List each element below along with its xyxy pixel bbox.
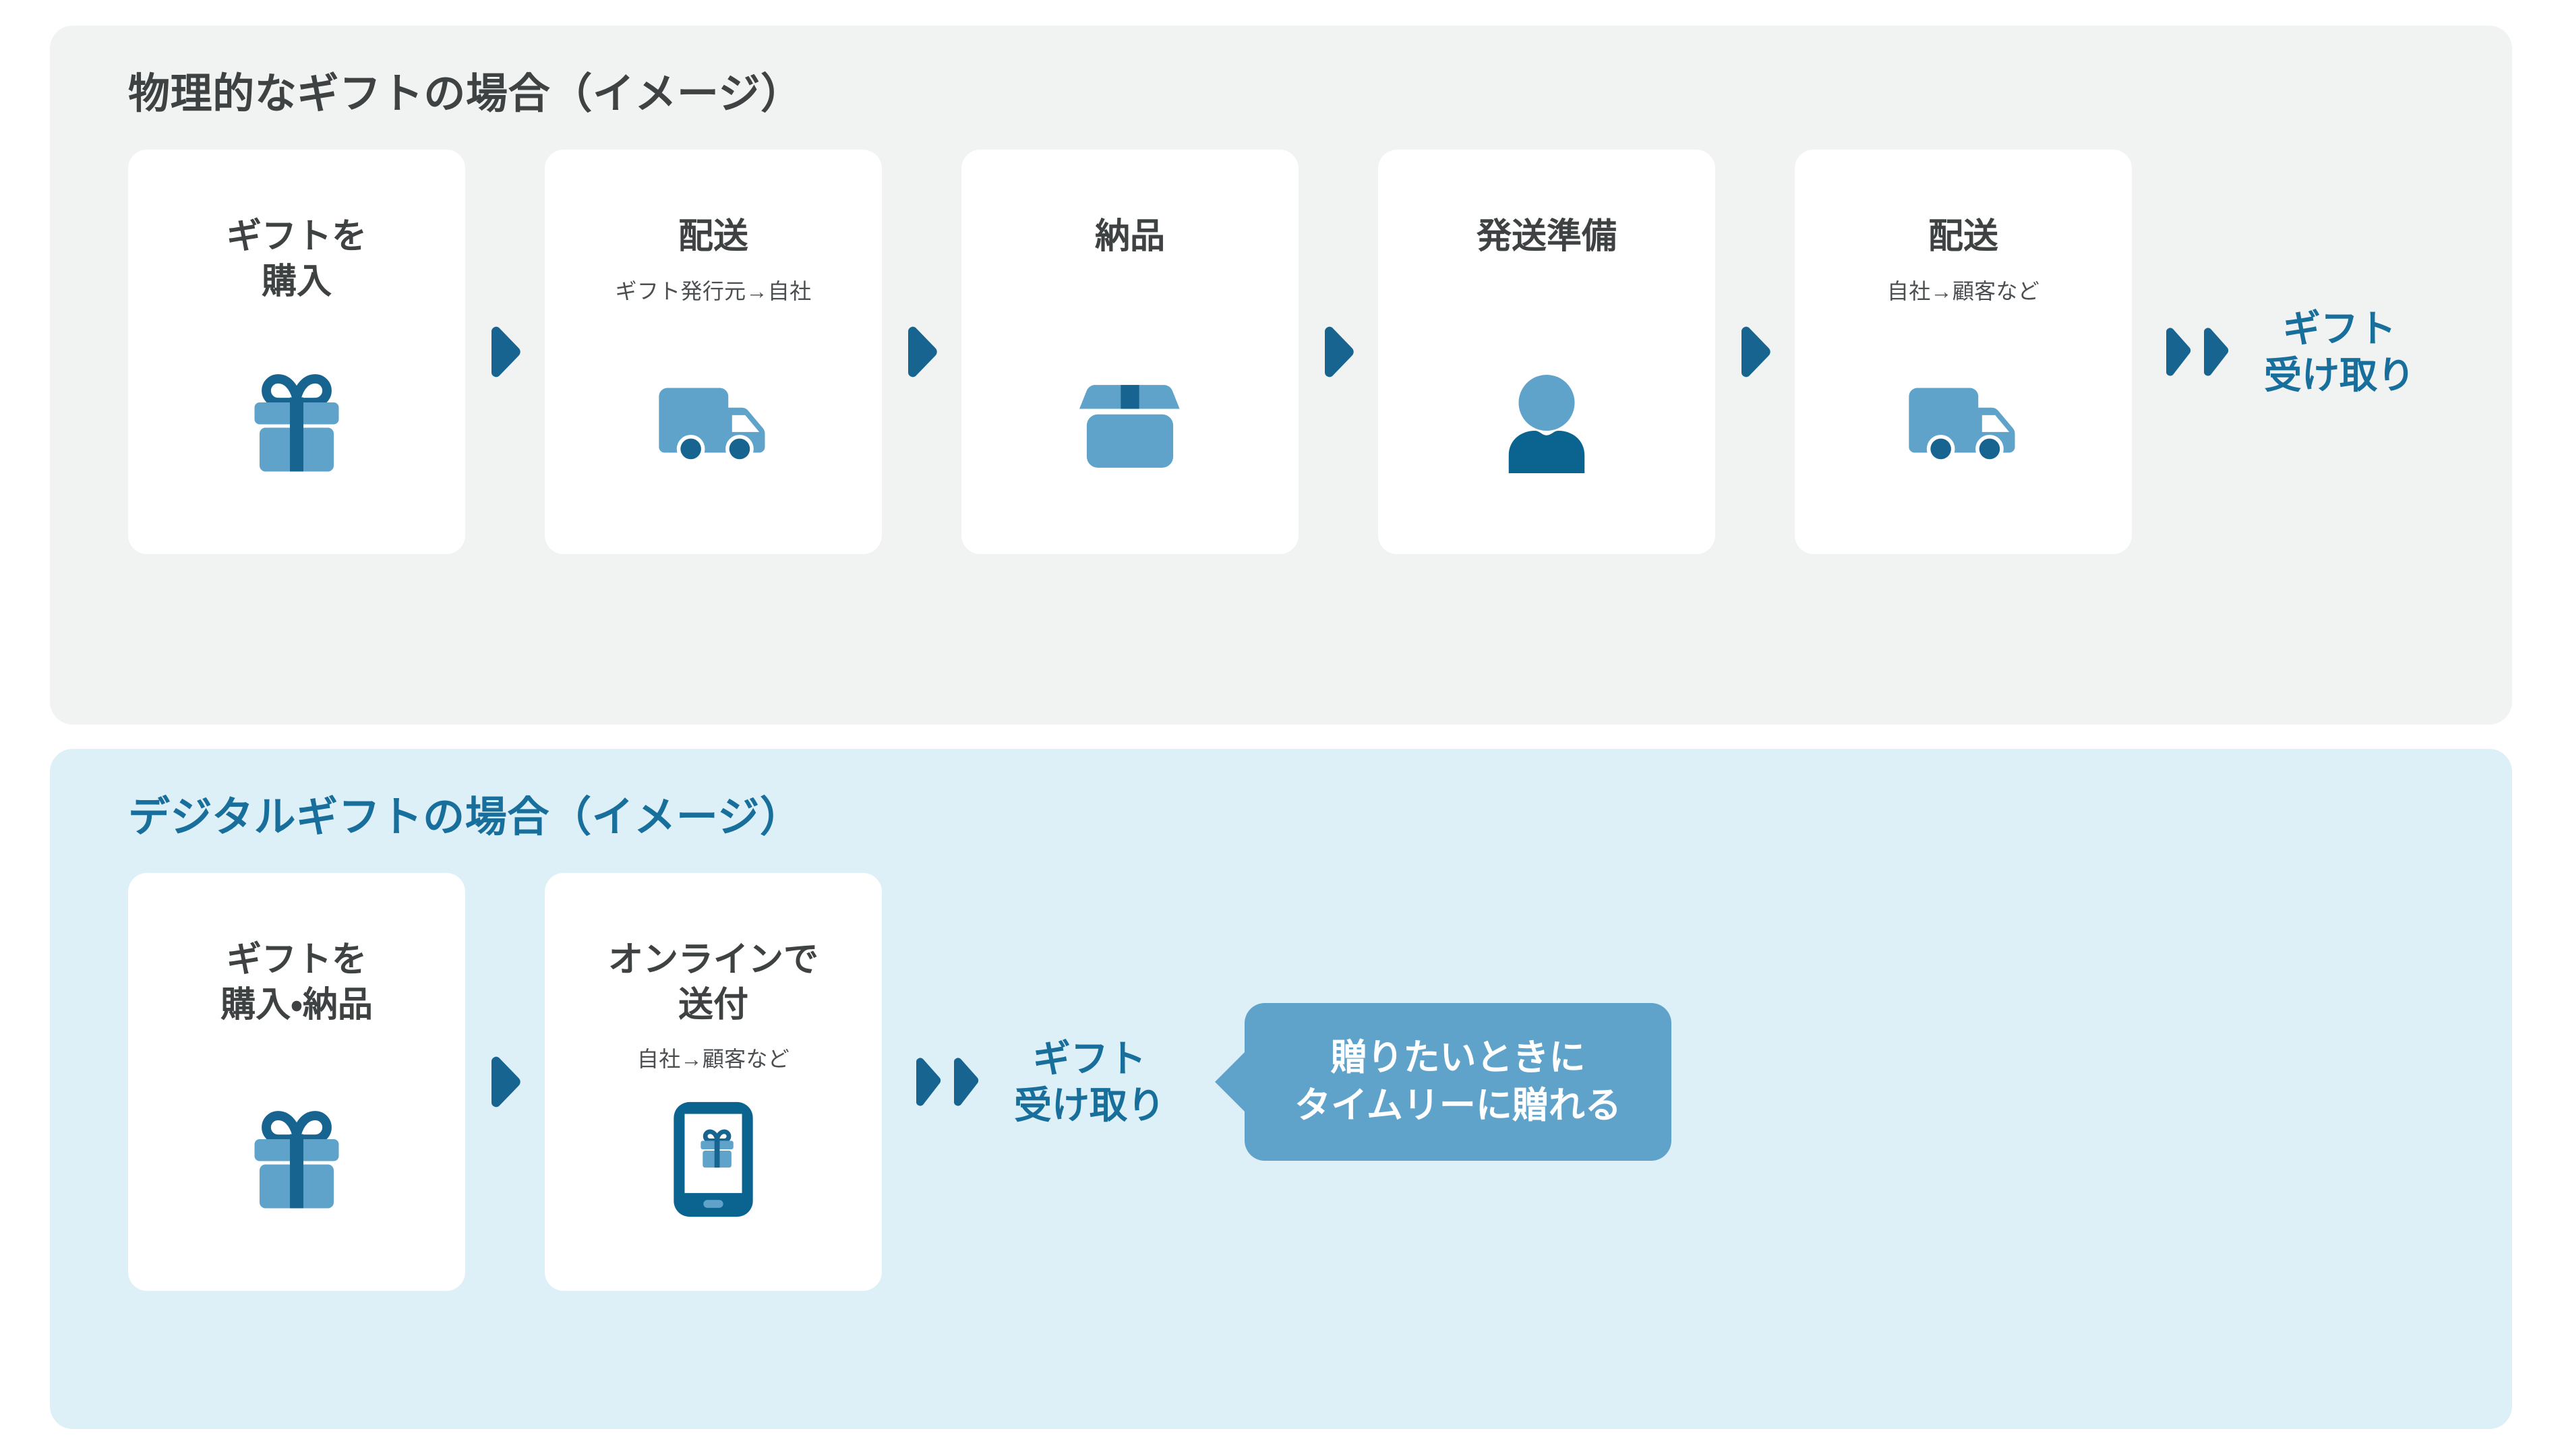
step-card-title: 配送 [1928,217,1998,257]
flow-arrow [1715,326,1795,377]
gift-icon [246,365,347,480]
truck-icon [653,365,773,480]
step-card-subtitle: 自社→顧客など [636,1047,790,1072]
step-card-shipping-1: 配送 ギフト発行元→自社 [545,150,882,555]
flow-arrow-double [2132,328,2260,376]
gift-icon [246,1102,347,1217]
digital-panel-title: デジタルギフトの場合（イメージ） [128,793,802,841]
flow-arrow [465,1056,545,1108]
truck-icon [1903,365,2023,480]
mobile-gift-icon [672,1102,755,1217]
step-card-online-send: オンラインで 送付 自社→顧客など [545,873,882,1292]
step-card-delivery: 納品 [961,150,1299,555]
receive-gift-label: ギフト 受け取り [1014,1037,1165,1127]
flow-arrow [1299,326,1378,377]
step-card-prepare: 発送準備 [1378,150,1715,555]
step-card-title: 配送 [678,217,748,257]
step-card-title: 発送準備 [1476,217,1617,257]
step-card-subtitle: ギフト発行元→自社 [615,278,812,303]
physical-gift-panel: 物理的なギフトの場合（イメージ） ギフトを 購入 [50,26,2512,725]
physical-flow-row: ギフトを 購入 配送 ギフト発行元→自社 [128,150,2472,555]
step-card-title: ギフトを 購入・納品 [220,940,373,1025]
flow-arrow [882,326,961,377]
flow-arrow-double [882,1058,1010,1106]
callout-bubble-wrapper: 贈りたいときに タイムリーに贈れる [1245,1002,1671,1161]
step-card-purchase: ギフトを 購入 [128,150,465,555]
step-card-title: ギフトを 購入 [226,217,367,301]
flow-arrow [465,326,545,377]
callout-bubble: 贈りたいときに タイムリーに贈れる [1245,1002,1671,1161]
package-box-icon [1079,365,1181,480]
step-card-title: オンラインで 送付 [607,940,818,1025]
physical-panel-title: 物理的なギフトの場合（イメージ） [128,71,803,117]
step-card-title: 納品 [1094,217,1165,257]
step-card-purchase-deliver: ギフトを 購入・納品 [128,873,465,1292]
receive-gift-label: ギフト 受け取り [2264,307,2415,397]
step-card-subtitle: 自社→顧客など [1886,278,2040,303]
digital-flow-row: ギフトを 購入・納品 オンラインで 送付 自社→顧客など [128,873,2472,1292]
step-card-shipping-2: 配送 自社→顧客など [1795,150,2132,555]
digital-gift-panel: デジタルギフトの場合（イメージ） ギフトを 購入・納品 [50,748,2512,1429]
person-icon [1499,365,1594,480]
